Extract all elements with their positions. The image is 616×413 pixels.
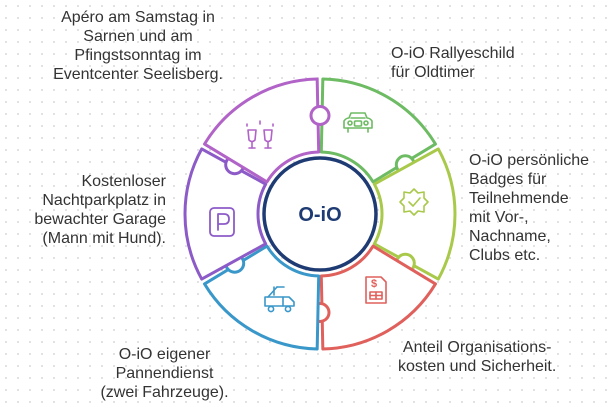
champagne-glasses-icon [246, 120, 274, 149]
ring-segment [319, 244, 437, 351]
segment-label-badges: O-iO persönliche Badges für Teilnehmende… [469, 151, 589, 265]
label-line: Pannendienst [115, 365, 214, 382]
label-line: mit Vor-, [469, 209, 529, 226]
label-line: Anteil Organisations- [402, 339, 552, 356]
segment-label-organisationskosten: Anteil Organisations- kosten und Sicherh… [398, 338, 556, 376]
center-label: O-iO [298, 204, 341, 226]
label-line: O-iO eigener [118, 346, 211, 363]
label-line: Teilnehmende [469, 190, 569, 207]
invoice-dollar-icon: $ [365, 276, 387, 304]
segment-label-nachtparkplatz: Kostenloser Nachtparkplatz in bewachter … [0, 172, 166, 248]
label-line: Nachname, [469, 228, 551, 245]
label-line: Eventcenter Seelisberg. [53, 66, 223, 83]
parking-icon [209, 207, 235, 237]
label-line: bewachter Garage [34, 211, 166, 228]
label-line: Clubs etc. [469, 247, 541, 264]
label-line: (Mann mit Hund). [42, 230, 166, 247]
tow-truck-icon [264, 286, 295, 313]
label-line: (zwei Fahrzeuge). [100, 384, 229, 401]
label-line: Nachtparkplatz in [42, 192, 166, 209]
segment-label-apero: Apéro am Samstag in Sarnen und am Pfings… [40, 8, 236, 84]
label-line: Sarnen und am [83, 28, 193, 45]
segment-label-rallyeschild: O-iO Rallyeschild für Oldtimer [391, 44, 515, 82]
label-line: Apéro am Samstag in [61, 9, 215, 26]
label-line: kosten und Sicherheit. [398, 358, 557, 375]
badge-check-icon [399, 188, 429, 216]
segment-label-pannendienst: O-iO eigener Pannendienst (zwei Fahrzeug… [92, 345, 237, 402]
puzzle-knob [309, 105, 331, 126]
label-line: O-iO persönliche [469, 152, 590, 169]
label-line: O-iO Rallyeschild [391, 45, 515, 62]
svg-text:$: $ [371, 278, 377, 290]
classic-car-icon [343, 112, 373, 133]
label-line: für Oldtimer [391, 64, 475, 81]
center-circle [262, 156, 378, 272]
ring-segment [203, 77, 321, 184]
label-line: Badges für [469, 171, 547, 188]
label-line: Kostenloser [81, 173, 167, 190]
label-line: Pfingstsonntag im [74, 47, 202, 64]
